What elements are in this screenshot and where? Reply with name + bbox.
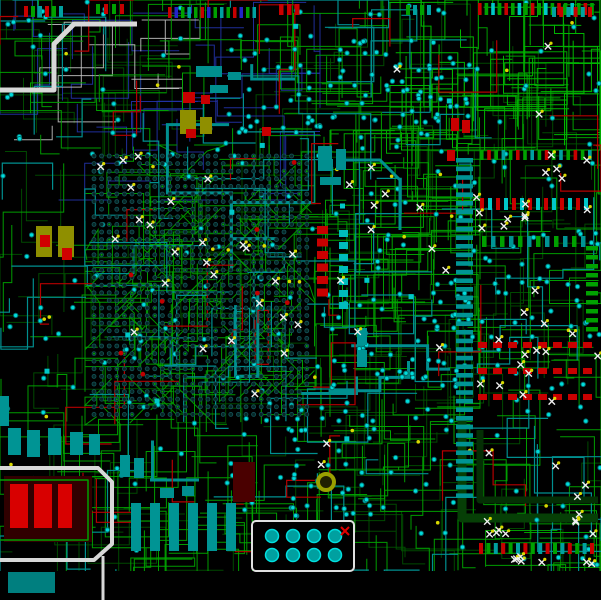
right-red-row-2	[478, 368, 592, 374]
bottom-connector	[251, 520, 355, 572]
top-pads-5	[406, 5, 431, 15]
mount-hole	[316, 472, 336, 492]
top-pads-2	[96, 4, 124, 14]
markers-right-low	[476, 329, 601, 406]
markers-right-bottomrow-2	[510, 552, 597, 568]
markers-global	[317, 41, 591, 519]
right-row-1	[480, 150, 592, 160]
farright-col	[586, 246, 598, 332]
misc-component-pads	[0, 66, 470, 502]
plane-darkgreen-L1	[457, 416, 598, 523]
center-cyan-col	[339, 230, 348, 309]
yellow-dots	[9, 20, 574, 525]
cyan-test-squares	[11, 23, 452, 516]
outline-topleft	[0, 21, 137, 93]
bottomright-ticks	[479, 543, 594, 554]
markers-right-mid	[472, 155, 592, 232]
vias-topright	[389, 60, 472, 138]
traces-green-rightmid	[329, 129, 481, 471]
bga-nc-markers	[96, 151, 303, 398]
bga-red-dots	[118, 160, 297, 377]
bga-grid	[91, 153, 310, 417]
center-red-col	[317, 226, 328, 297]
top-pads-1	[24, 6, 63, 17]
vias-topcenter	[228, 33, 380, 136]
bottom-black-strip	[0, 571, 601, 600]
right-connector-strip	[456, 158, 473, 498]
bottomleft-block	[4, 476, 92, 542]
bottom-teal-pad	[8, 572, 55, 593]
frame-bottomleft-green	[0, 479, 89, 541]
thick-teal-trace	[345, 158, 402, 230]
right-row-3	[482, 236, 586, 247]
top-pads-3	[168, 7, 256, 18]
top-pads-6	[478, 3, 594, 15]
right-red-row-3	[478, 394, 592, 400]
right-row-2	[480, 198, 588, 210]
markers-right-bottomrow	[483, 516, 598, 538]
right-red-row-1	[478, 342, 592, 348]
top-pads-4	[279, 4, 300, 15]
bottom-cap-bars	[131, 503, 236, 551]
outline-bottomleft	[0, 466, 114, 562]
plane-darkgreen-L2	[476, 430, 598, 504]
vias-rightedge	[471, 228, 601, 392]
top-pads-7	[552, 7, 592, 17]
